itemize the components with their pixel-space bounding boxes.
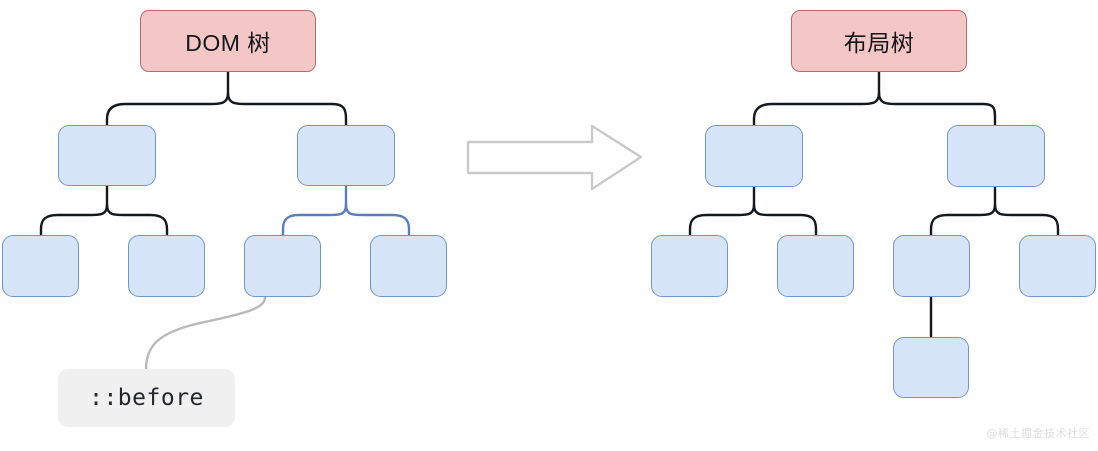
pseudo-element-tag-label: ::before	[89, 385, 204, 411]
left-tree-level2-node-2[interactable]	[297, 125, 395, 186]
right-tree-root-label: 布局树	[843, 30, 915, 56]
edge-l2left-to-leaf1	[39, 203, 109, 237]
right-tree-edges	[688, 70, 1060, 339]
edge-r-l2right-to-leaf4	[993, 203, 1060, 237]
right-tree-level2-node-1[interactable]	[705, 125, 803, 187]
right-tree-leaf-node-4[interactable]	[1019, 235, 1096, 297]
left-tree-leaf-node-3[interactable]	[244, 235, 321, 297]
left-tree-level2-node-1[interactable]	[58, 125, 156, 186]
watermark: @稀土掘金技术社区	[986, 427, 1090, 440]
transform-arrow-icon	[466, 124, 643, 191]
left-tree-leaf-node-2[interactable]	[128, 235, 205, 297]
edge-root-to-l2-left-right	[752, 91, 881, 127]
edge-r-l2left-to-leaf2	[752, 203, 818, 237]
edge-root-to-l2-left	[105, 91, 230, 127]
pseudo-element-tag[interactable]: ::before	[58, 369, 235, 427]
edge-l2left-to-leaf2	[105, 203, 169, 237]
left-tree-root-label: DOM 树	[185, 30, 271, 56]
edge-r-l2left-to-leaf1	[688, 203, 756, 237]
right-tree-leaf-node-3[interactable]	[893, 235, 970, 297]
right-tree-level2-node-2[interactable]	[947, 125, 1045, 187]
left-tree-root-node[interactable]: DOM 树	[140, 10, 316, 72]
right-tree-root-node[interactable]: 布局树	[791, 10, 967, 72]
right-tree-level4-node-1[interactable]	[893, 337, 969, 398]
right-tree-leaf-node-2[interactable]	[777, 235, 854, 297]
edge-l2right-to-leaf3	[281, 203, 348, 237]
edge-r-l2right-to-leaf3	[929, 203, 997, 237]
edge-l2right-to-leaf4	[344, 203, 411, 237]
edge-root-to-l2-right	[226, 91, 348, 127]
edge-before-to-leaf3	[144, 295, 267, 371]
left-tree-leaf-node-1[interactable]	[2, 235, 79, 297]
left-tree-edges	[39, 70, 411, 237]
left-tree-leaf-node-4[interactable]	[370, 235, 447, 297]
right-tree-leaf-node-1[interactable]	[651, 235, 728, 297]
edge-root-to-l2-right-right	[877, 91, 997, 127]
